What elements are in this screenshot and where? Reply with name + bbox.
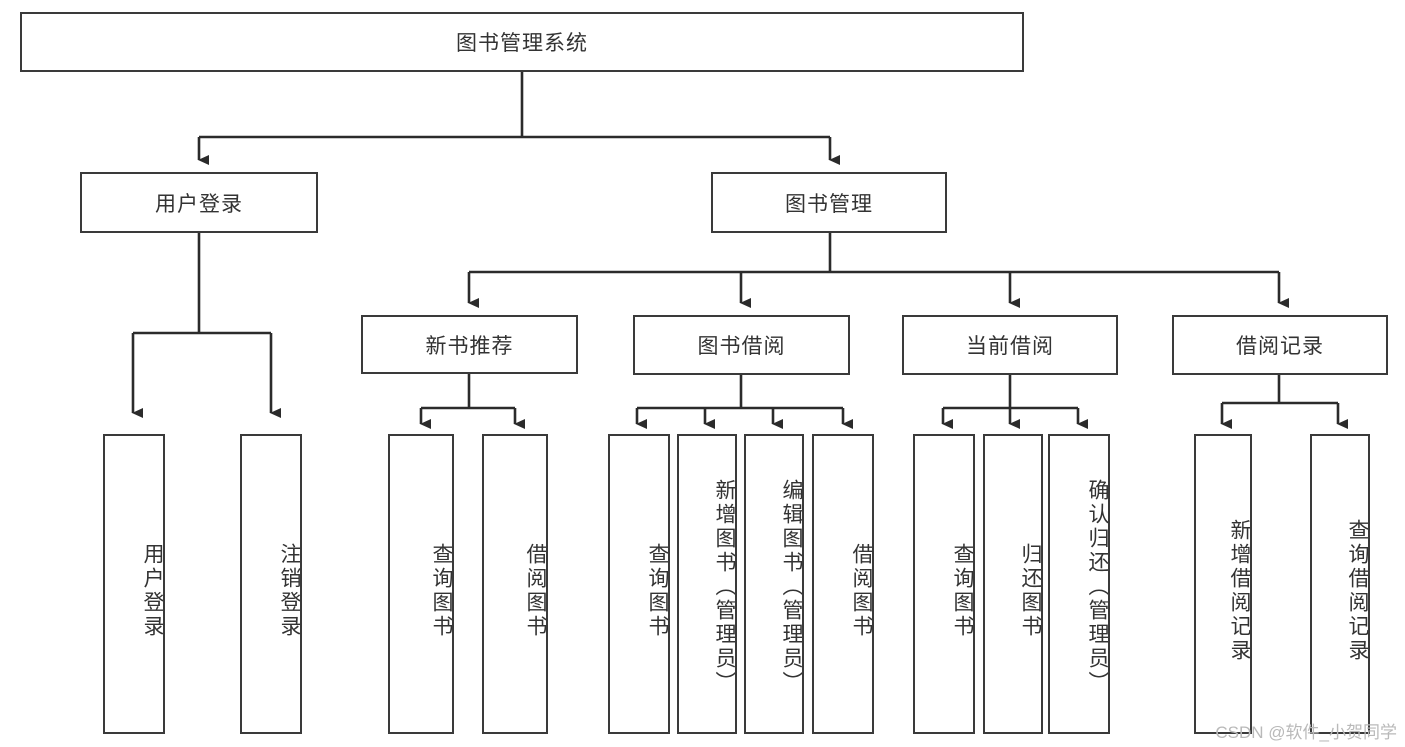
node-label: 查询图书 [646, 543, 669, 639]
node-leaf-borrow-query-books[interactable]: 查询图书 [608, 434, 670, 734]
node-book-borrowing[interactable]: 图书借阅 [633, 315, 850, 375]
node-current-borrowing[interactable]: 当前借阅 [902, 315, 1118, 375]
node-leaf-current-confirm-return-admin[interactable]: 确认归还（管理员） [1048, 434, 1110, 734]
node-book-management[interactable]: 图书管理 [711, 172, 947, 233]
node-label: 查询图书 [951, 543, 974, 639]
node-label: 借阅图书 [524, 543, 547, 639]
node-label: 新书推荐 [425, 334, 514, 358]
node-new-book-recommend[interactable]: 新书推荐 [361, 315, 578, 374]
node-label: 新增借阅记录 [1228, 519, 1251, 663]
node-leaf-newbook-borrow-books[interactable]: 借阅图书 [482, 434, 548, 734]
node-user-login[interactable]: 用户登录 [80, 172, 318, 233]
node-leaf-record-add-record[interactable]: 新增借阅记录 [1194, 434, 1252, 734]
node-label: 用户登录 [155, 192, 243, 216]
node-leaf-borrow-edit-book-admin[interactable]: 编辑图书（管理员） [744, 434, 804, 734]
node-label: 查询图书 [430, 543, 453, 639]
node-root-book-management-system[interactable]: 图书管理系统 [20, 12, 1024, 72]
node-label: 借阅图书 [850, 543, 873, 639]
node-label: 新增图书（管理员） [713, 479, 736, 695]
node-label: 图书管理 [785, 192, 873, 216]
node-label: 确认归还（管理员） [1086, 479, 1109, 695]
node-leaf-borrow-borrow-books[interactable]: 借阅图书 [812, 434, 874, 734]
node-label: 图书管理系统 [456, 32, 588, 55]
node-label: 用户登录 [141, 543, 164, 639]
node-leaf-user-login-login[interactable]: 用户登录 [103, 434, 165, 734]
watermark: CSDN @软件_小贺同学 [1215, 723, 1397, 742]
node-leaf-record-query-record[interactable]: 查询借阅记录 [1310, 434, 1370, 734]
node-leaf-current-return-books[interactable]: 归还图书 [983, 434, 1043, 734]
node-leaf-borrow-add-book-admin[interactable]: 新增图书（管理员） [677, 434, 737, 734]
node-label: 注销登录 [278, 543, 301, 639]
node-label: 图书借阅 [697, 335, 786, 358]
node-label: 查询借阅记录 [1346, 519, 1369, 663]
node-label: 归还图书 [1019, 543, 1042, 639]
node-leaf-user-login-logout[interactable]: 注销登录 [240, 434, 302, 734]
node-label: 编辑图书（管理员） [780, 479, 803, 695]
node-leaf-newbook-query-books[interactable]: 查询图书 [388, 434, 454, 734]
node-borrow-records[interactable]: 借阅记录 [1172, 315, 1388, 375]
node-label: 当前借阅 [966, 335, 1054, 358]
node-label: 借阅记录 [1236, 335, 1324, 358]
node-leaf-current-query-books[interactable]: 查询图书 [913, 434, 975, 734]
